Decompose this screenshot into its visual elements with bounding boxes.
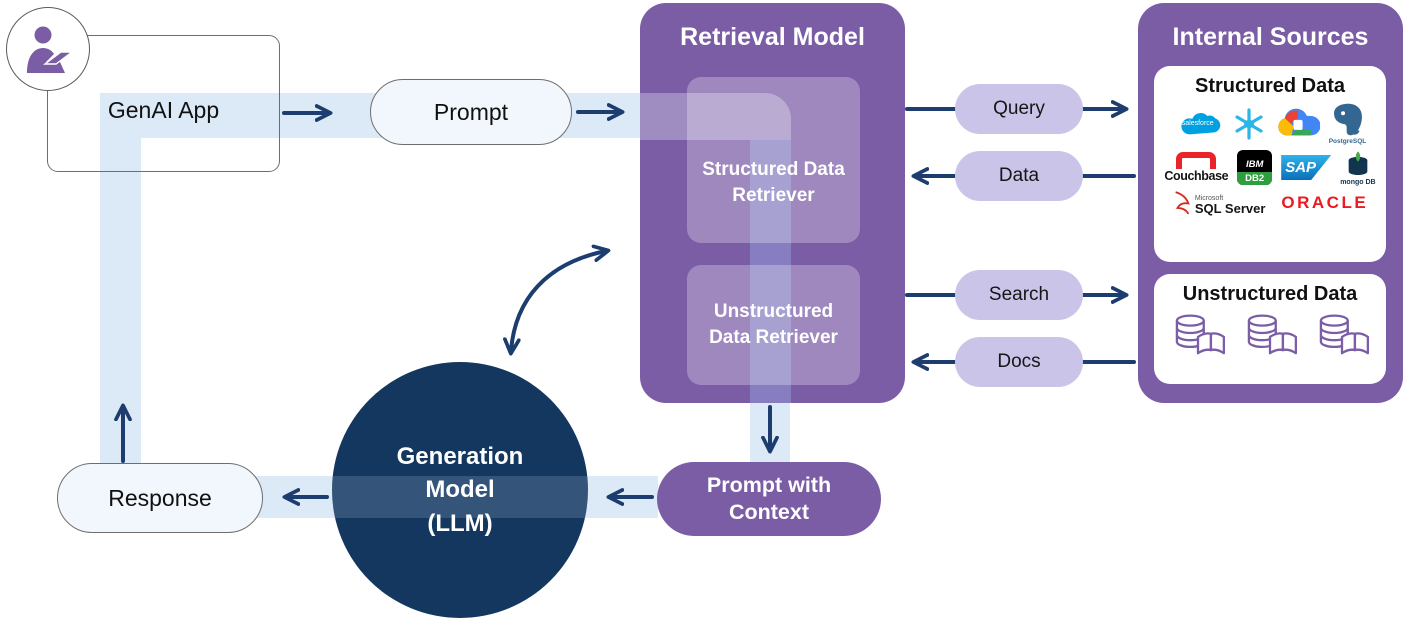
data-pill: Data (955, 151, 1083, 201)
docs-label: Docs (997, 351, 1041, 372)
unstructured-data-title: Unstructured Data (1182, 283, 1358, 305)
couchbase-label: Couchbase (1164, 169, 1229, 184)
snowflake-icon (1231, 106, 1267, 142)
genai-app-box: GenAI App (47, 35, 280, 172)
person-laptop-icon (27, 26, 75, 73)
search-label: Search (988, 284, 1050, 305)
generation-model-line: Generation (396, 443, 524, 471)
genai-app-label: GenAI App (107, 97, 220, 123)
user-avatar (6, 7, 90, 91)
retrieval-flow-overlay-vertical (750, 140, 791, 403)
unstructured-retriever-line: Unstructured (713, 301, 834, 323)
internal-sources-title: Internal Sources (1172, 23, 1369, 51)
mongodb-icon: mongo DB (1340, 150, 1376, 186)
postgresql-label: PostgreSQL (1328, 138, 1367, 145)
docs-pill: Docs (955, 337, 1083, 387)
unstructured-data-retriever: Unstructured Data Retriever (687, 265, 860, 385)
sap-icon: SAP (1281, 155, 1332, 180)
flow-band-context-down (750, 398, 790, 464)
database-book-icon (1175, 314, 1225, 355)
prompt-with-context-pill: Prompt with Context (657, 462, 881, 536)
pwc-line: Context (728, 500, 810, 524)
sql-server-label: SQL Server (1194, 200, 1266, 216)
structured-data-card: Structured Data salesforce (1154, 66, 1386, 262)
flow-band-response-up (100, 93, 141, 518)
retrieval-model-title: Retrieval Model (680, 23, 865, 51)
structured-retriever-line: Structured Data (702, 159, 845, 181)
flow-band-through-llm (332, 476, 588, 518)
prompt-pill: Prompt (370, 79, 572, 145)
db2-label: DB2 (1237, 171, 1273, 185)
postgresql-icon: PostgreSQL (1328, 102, 1367, 146)
internal-sources-box: Internal Sources Structured Data salesfo… (1138, 3, 1403, 403)
ibm-db2-icon: IBM DB2 (1237, 150, 1273, 185)
oracle-icon: ORACLE (1281, 192, 1369, 212)
salesforce-icon: salesforce (1174, 108, 1222, 140)
query-label: Query (993, 98, 1045, 119)
unstructured-retriever-line: Data Retriever (709, 327, 838, 348)
database-book-icon (1247, 314, 1297, 355)
retrieval-flow-overlay-horizontal (640, 93, 791, 140)
retrieval-model-box: Retrieval Model Structured Data Retrieve… (640, 3, 905, 403)
sap-label: SAP (1285, 159, 1317, 176)
structured-retriever-line: Retriever (732, 185, 815, 206)
couchbase-icon: Couchbase (1164, 152, 1229, 184)
generation-model-line: (LLM) (427, 509, 493, 537)
pwc-line: Prompt with (706, 473, 832, 498)
unstructured-data-card: Unstructured Data (1154, 274, 1386, 384)
google-cloud-icon (1276, 107, 1320, 140)
response-label: Response (108, 484, 212, 511)
search-pill: Search (955, 270, 1083, 320)
structured-data-title: Structured Data (1194, 75, 1346, 97)
prompt-label: Prompt (433, 98, 509, 125)
response-pill: Response (57, 463, 263, 533)
structured-data-retriever: Structured Data Retriever (687, 77, 860, 243)
sql-server-icon: Microsoft SQL Server (1172, 190, 1266, 216)
arrow-llm-retrieval-curve (511, 251, 606, 351)
ibm-label: IBM (1245, 159, 1264, 170)
salesforce-label: salesforce (1181, 119, 1214, 127)
data-label: Data (998, 165, 1040, 186)
database-book-icon (1319, 314, 1369, 355)
generation-model-circle: Generation Model (LLM) (332, 362, 588, 618)
generation-model-line: Model (425, 476, 495, 504)
query-pill: Query (955, 84, 1083, 134)
microsoft-label: Microsoft (1194, 194, 1224, 202)
mongodb-label: mongo DB (1340, 178, 1376, 186)
